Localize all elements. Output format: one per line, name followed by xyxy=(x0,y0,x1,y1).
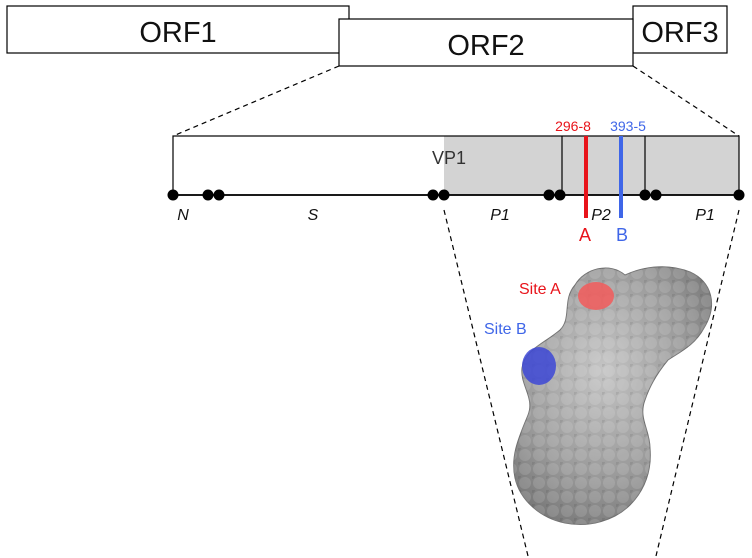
zoom-line-left xyxy=(172,65,340,137)
orf2-box: ORF2 xyxy=(338,18,634,67)
boundary-dot xyxy=(650,189,662,201)
boundary-dot xyxy=(438,189,450,201)
orf1-box: ORF1 xyxy=(6,5,350,54)
boundary-dot xyxy=(202,189,214,201)
site-a-surface-patch xyxy=(578,282,614,310)
domain-label-s: S xyxy=(308,207,319,224)
boundary-dot xyxy=(213,189,225,201)
domain-boundary-markers xyxy=(167,189,745,201)
site-a-letter: A xyxy=(579,225,591,245)
domain-label-p1-right: P1 xyxy=(695,207,715,224)
vp1-box: VP1 xyxy=(172,135,740,196)
site-b-letter: B xyxy=(616,225,628,245)
site-b-position-label: 393-5 xyxy=(610,118,646,134)
boundary-dot xyxy=(554,189,566,201)
orf2-label: ORF2 xyxy=(447,30,524,62)
orf1-label: ORF1 xyxy=(139,17,216,49)
boundary-dot xyxy=(427,189,439,201)
site-a-name: Site A xyxy=(519,281,561,298)
boundary-dot xyxy=(733,189,745,201)
boundary-dot xyxy=(167,189,179,201)
zoom-line-right xyxy=(632,65,740,137)
site-b-name: Site B xyxy=(484,321,527,338)
boundary-dot xyxy=(639,189,651,201)
protein-surface-structure xyxy=(513,266,712,525)
site-a-marker: 296-8 A xyxy=(555,118,591,245)
vp1-label: VP1 xyxy=(432,148,466,168)
boundary-dot xyxy=(543,189,555,201)
domain-label-p2: P2 xyxy=(591,207,611,224)
domain-label-n: N xyxy=(177,207,189,224)
site-a-position-label: 296-8 xyxy=(555,118,591,134)
site-b-surface-patch xyxy=(522,347,556,385)
zoom-line-structure-left xyxy=(443,209,529,557)
site-b-marker: 393-5 B xyxy=(610,118,646,245)
domain-label-p1-left: P1 xyxy=(490,207,510,224)
protruding-region-shading xyxy=(444,136,739,195)
orf3-label: ORF3 xyxy=(641,17,718,49)
zoom-line-structure-right xyxy=(655,209,740,557)
orf3-box: ORF3 xyxy=(632,5,728,54)
